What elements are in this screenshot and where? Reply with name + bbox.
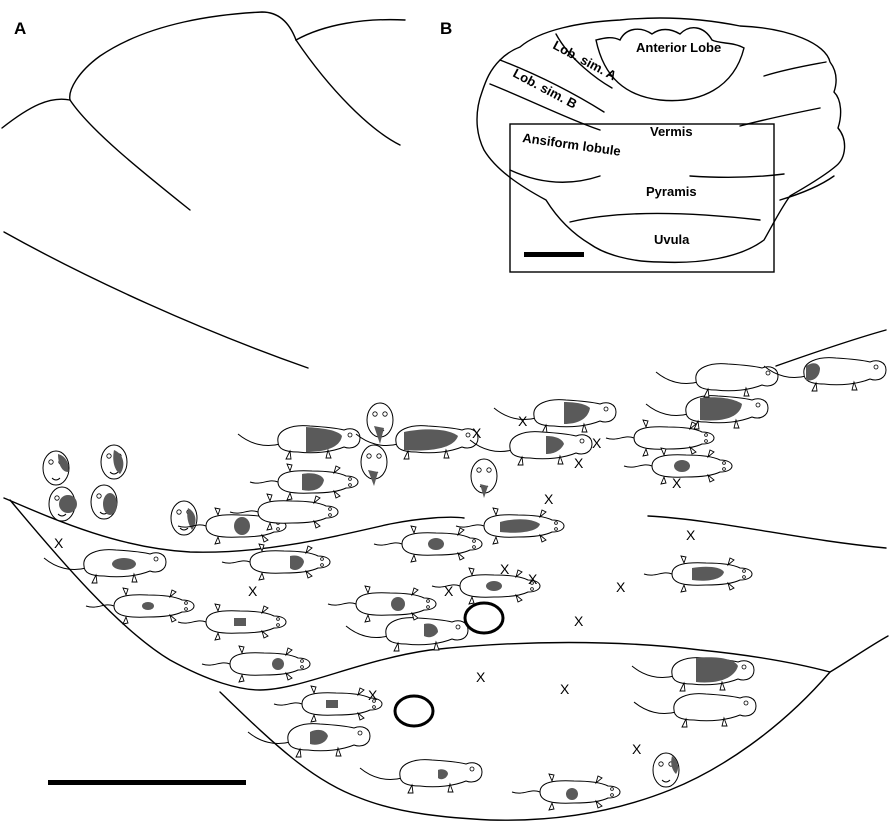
x-marker: X <box>248 583 258 599</box>
x-marker: X <box>544 491 554 507</box>
label-lob-sim-a: Lob. sim. A <box>551 37 620 83</box>
rat-top-icon <box>221 543 331 581</box>
scale-bar-large <box>48 780 246 785</box>
panel-a-label: A <box>14 19 26 38</box>
rat-side-icon <box>247 723 371 758</box>
map-outline <box>3 329 889 821</box>
label-vermis: Vermis <box>650 124 693 139</box>
rat-side-icon <box>237 425 361 460</box>
rat-top-icon <box>455 507 565 545</box>
rat-side-icon <box>655 363 779 398</box>
x-marker: X <box>500 561 510 577</box>
label-uvula: Uvula <box>654 232 690 247</box>
x-marker: X <box>54 535 64 551</box>
panel-b-label: B <box>440 19 452 38</box>
recording-site-circle <box>393 694 435 728</box>
rat-top-icon <box>623 447 733 485</box>
x-marker: X <box>560 681 570 697</box>
x-marker: X <box>518 413 528 429</box>
rat-top-icon <box>511 773 621 811</box>
rat-side-icon <box>493 399 617 434</box>
rat-face-icon <box>100 444 128 480</box>
rat-face-icon <box>360 444 388 486</box>
x-marker: X <box>528 571 538 587</box>
x-marker: X <box>592 435 602 451</box>
rat-top-icon <box>177 603 287 641</box>
x-marker: X <box>632 741 642 757</box>
rat-face-icon <box>90 484 118 520</box>
x-marker: X <box>672 475 682 491</box>
rat-face-icon <box>366 402 394 444</box>
rat-top-icon <box>201 645 311 683</box>
rat-side-icon <box>469 431 593 466</box>
rat-top-icon <box>249 463 359 501</box>
rat-figures <box>42 357 887 811</box>
rat-top-icon <box>431 567 541 605</box>
x-marker: X <box>472 425 482 441</box>
rat-side-icon <box>763 357 887 392</box>
site-markers: X X X X X X X X X X X X X X X X X X <box>54 413 696 757</box>
rat-side-icon <box>645 395 769 430</box>
x-marker: X <box>476 669 486 685</box>
rat-face-icon <box>470 458 498 498</box>
rat-top-icon <box>85 587 195 625</box>
rat-side-icon <box>633 693 757 728</box>
rat-face-icon <box>652 752 680 788</box>
rat-top-icon <box>273 685 383 723</box>
label-ansiform-lobule: Ansiform lobule <box>522 130 622 159</box>
rat-top-icon <box>373 525 483 563</box>
x-marker: X <box>686 527 696 543</box>
x-marker: X <box>368 687 378 703</box>
rat-side-icon <box>345 617 469 652</box>
scale-bar-small <box>524 252 584 257</box>
rat-top-icon <box>327 585 437 623</box>
recording-site-circle <box>463 601 505 635</box>
label-anterior-lobe: Anterior Lobe <box>636 40 721 55</box>
rat-side-icon <box>43 549 167 584</box>
label-lob-sim-b: Lob. sim. B <box>511 65 580 111</box>
panel-a-outline <box>1 11 406 369</box>
rat-top-icon <box>643 555 753 593</box>
x-marker: X <box>574 455 584 471</box>
x-marker: X <box>574 613 584 629</box>
rat-side-icon <box>631 657 755 692</box>
rat-face-icon <box>42 450 70 486</box>
rat-face-icon <box>170 500 198 536</box>
zoom-region-box <box>509 123 775 273</box>
label-pyramis: Pyramis <box>646 184 697 199</box>
rat-side-icon <box>355 425 479 460</box>
rat-top-icon <box>177 507 287 545</box>
x-marker: X <box>616 579 626 595</box>
rat-side-icon <box>359 759 483 794</box>
x-marker: X <box>444 583 454 599</box>
rat-face-icon <box>48 486 77 522</box>
